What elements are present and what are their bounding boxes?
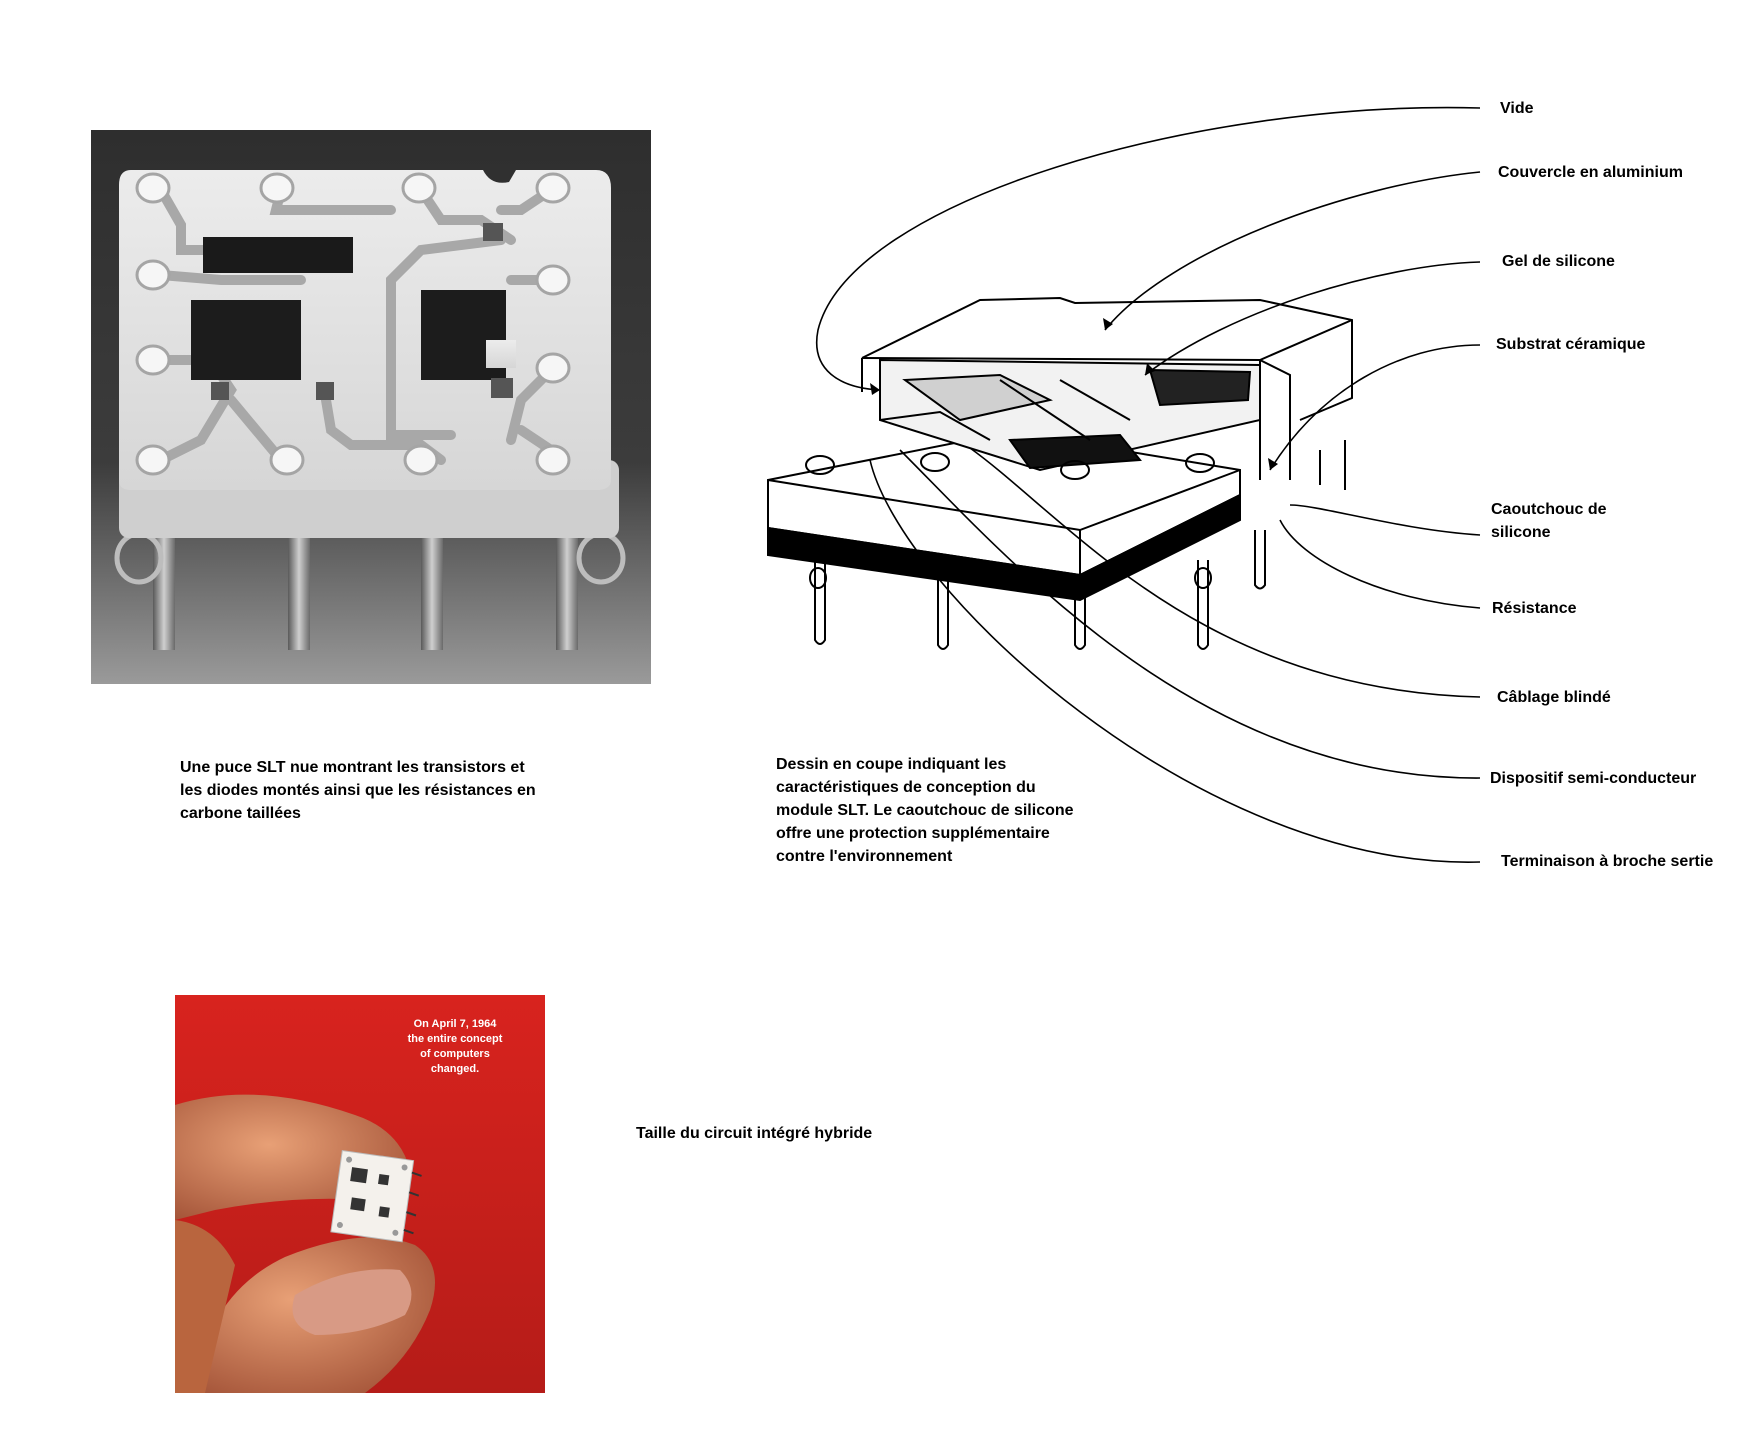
ad-headline: On April 7, 1964 the entire concept of c… [407,1018,503,1075]
slt-chip-photo [91,130,651,684]
callout-gel-silicone: Gel de silicone [1502,253,1615,270]
callout-cablage-blinde: Câblage blindé [1497,689,1611,706]
callout-substrat-ceramique: Substrat céramique [1496,336,1646,353]
hand-holding-chip-image [175,995,545,1393]
callout-vide: Vide [1500,100,1534,117]
photo-caption: Une puce SLT nue montrant les transistor… [180,759,536,822]
callout-caoutchouc-silicone: Caoutchouc de silicone [1491,501,1607,541]
callout-resistance: Résistance [1492,600,1577,617]
callout-terminaison-broche-sertie: Terminaison à broche sertie [1501,853,1714,870]
drawing-caption: Dessin en coupe indiquant les caractéris… [776,756,1074,865]
callout-couvercle-aluminium: Couvercle en aluminium [1498,164,1683,181]
ibm-ad-photo: On April 7, 1964 the entire concept of c… [175,995,545,1393]
callout-dispositif-semi-conducteur: Dispositif semi-conducteur [1490,770,1697,787]
ad-caption: Taille du circuit intégré hybride [636,1125,873,1142]
